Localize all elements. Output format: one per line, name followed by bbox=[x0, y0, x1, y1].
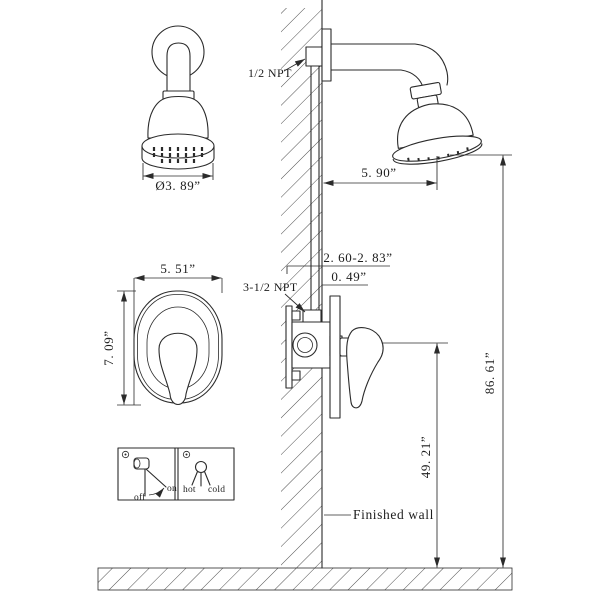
arm-thread-label: 1/2 NPT bbox=[248, 66, 292, 80]
valve-inlet-port-inner bbox=[297, 337, 313, 353]
shower-arm-outline bbox=[330, 43, 449, 86]
operation-legend: on off hot cold bbox=[117, 447, 235, 503]
showerhead-nozzles bbox=[407, 147, 469, 162]
floor-outline bbox=[97, 567, 513, 591]
arm-pipe-front bbox=[166, 42, 191, 94]
rough-in-depth-value: 2. 60-2. 83” bbox=[323, 250, 392, 265]
bracket-tab bbox=[291, 370, 301, 381]
handle-hot-position bbox=[191, 470, 199, 486]
numbered-bullet-dot bbox=[124, 453, 127, 456]
valve-height-value: 49. 21” bbox=[418, 436, 433, 478]
valve-height-dimension: 49. 21” bbox=[382, 342, 448, 568]
showerhead-face-bottom bbox=[392, 143, 483, 165]
plate-height-value: 7. 09” bbox=[101, 330, 116, 365]
plate-height-dimension: 7. 09” bbox=[101, 291, 127, 405]
shower-arm-side-view bbox=[305, 28, 449, 91]
head-height-value: 86. 61” bbox=[482, 352, 497, 394]
numbered-bullet-icon bbox=[121, 450, 130, 459]
handle-cold-position bbox=[203, 470, 211, 486]
leader-line bbox=[284, 293, 306, 313]
valve-top-inlet bbox=[302, 309, 322, 323]
numbered-bullet-icon bbox=[182, 450, 191, 459]
valve-side-view bbox=[285, 295, 384, 419]
shower-arm-outline bbox=[330, 69, 425, 91]
nozzle-row bbox=[152, 153, 204, 157]
showerhead-front-view: Ø3. 89” bbox=[141, 25, 215, 193]
rough-in-depth-annotation: 2. 60-2. 83” bbox=[286, 250, 392, 274]
handle-knob-icon bbox=[194, 460, 208, 474]
plate-thickness-value: 0. 49” bbox=[331, 269, 366, 284]
trim-plate-side bbox=[329, 295, 341, 419]
valve-front-view: 5. 51” 7. 09” bbox=[101, 261, 223, 406]
leader-line bbox=[283, 58, 306, 72]
showerhead-bell bbox=[147, 95, 209, 139]
lever-on-position bbox=[145, 468, 167, 488]
valve-mounting-bracket bbox=[285, 305, 293, 389]
plate-width-dimension: 5. 51” bbox=[134, 261, 222, 281]
legend-frame bbox=[117, 447, 235, 501]
wall-hatching bbox=[281, 8, 322, 568]
arm-flange-plate bbox=[321, 28, 332, 82]
legend-on-label: on bbox=[167, 484, 177, 494]
hot-cold-legend-cell: hot cold bbox=[182, 450, 225, 495]
legend-hot-label: hot bbox=[183, 485, 196, 495]
legend-cold-label: cold bbox=[208, 485, 225, 495]
plate-thickness-annotation: 0. 49” bbox=[321, 269, 368, 291]
arm-thread-annotation: 1/2 NPT bbox=[248, 58, 306, 80]
showerhead-face-rim bbox=[141, 133, 215, 159]
showerhead-side-view bbox=[392, 81, 483, 165]
floor-hatching bbox=[98, 568, 512, 590]
floor bbox=[97, 567, 513, 591]
head-diameter-value: Ø3. 89” bbox=[155, 178, 200, 193]
head-height-dimension: 86. 61” bbox=[450, 154, 512, 568]
handle-lever-front bbox=[158, 332, 198, 406]
wall-section-view: 1/2 NPT 5. 90” 86. 61” bbox=[97, 0, 513, 591]
nozzle-row bbox=[160, 159, 196, 163]
numbered-bullet-dot bbox=[185, 453, 188, 456]
nozzle-row bbox=[152, 147, 204, 151]
valve-inlet-port bbox=[292, 332, 318, 358]
finished-wall-annotation: Finished wall bbox=[324, 507, 434, 522]
head-diameter-dimension: Ø3. 89” bbox=[142, 163, 214, 193]
on-off-legend-cell: on off bbox=[121, 450, 177, 503]
lever-knob-icon bbox=[133, 457, 150, 470]
rotation-arrow bbox=[148, 487, 165, 498]
valve-thread-label: 3-1/2 NPT bbox=[243, 280, 298, 294]
legend-off-label: off bbox=[134, 492, 146, 503]
bracket-tab bbox=[291, 310, 301, 321]
finished-wall-label: Finished wall bbox=[353, 507, 434, 522]
lever-knob-end bbox=[133, 458, 141, 469]
arm-wall-fitting bbox=[305, 46, 323, 67]
arm-reach-value: 5. 90” bbox=[361, 165, 396, 180]
plate-width-value: 5. 51” bbox=[160, 261, 195, 276]
valve-thread-annotation: 3-1/2 NPT bbox=[243, 280, 306, 313]
handle-lever-side bbox=[346, 327, 384, 409]
arm-reach-dimension: 5. 90” bbox=[323, 156, 438, 190]
